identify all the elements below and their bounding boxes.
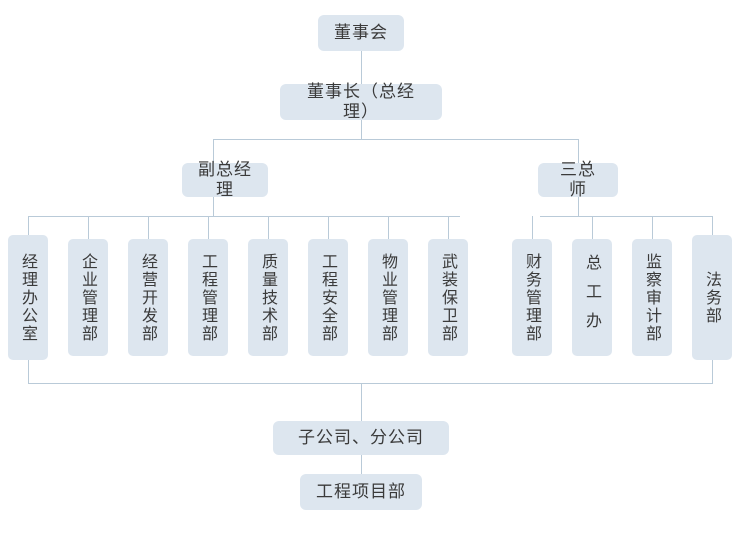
connector-to-left-dept-3 [208,216,209,239]
node-deputy-gm[interactable]: 副总经理 [182,160,268,200]
connector-to-right-dept-1 [592,216,593,239]
node-department-right-1[interactable]: 总工办 [572,239,612,356]
connector-to-right-dept-2 [652,216,653,239]
node-department-left-0[interactable]: 经理办公室 [8,235,48,360]
node-department-left-3[interactable]: 工程管理部 [188,239,228,356]
connector-bottom-right-riser [712,356,713,383]
node-department-right-2[interactable]: 监察审计部 [632,239,672,356]
connector-to-left-dept-1 [88,216,89,239]
connector-board-to-chairman [361,51,362,84]
connector-bottom-bus [28,383,713,384]
node-three-chiefs[interactable]: 三总师 [538,160,618,200]
connector-to-left-dept-6 [388,216,389,239]
node-department-right-0[interactable]: 财务管理部 [512,239,552,356]
connector-left-dept-bus [28,216,460,217]
node-department-left-5[interactable]: 工程安全部 [308,239,348,356]
connector-to-left-dept-2 [148,216,149,239]
connector-to-left-dept-5 [328,216,329,239]
node-department-left-2[interactable]: 经营开发部 [128,239,168,356]
connector-to-left-dept-0 [28,216,29,235]
node-department-left-4[interactable]: 质量技术部 [248,239,288,356]
connector-deputy-gm-drop [213,197,214,216]
node-department-right-3[interactable]: 法务部 [692,235,732,360]
node-department-left-6[interactable]: 物业管理部 [368,239,408,356]
connector-to-left-dept-4 [268,216,269,239]
node-department-left-7[interactable]: 武装保卫部 [428,239,468,356]
connector-bottom-left-riser [28,356,29,383]
connector-right-dept-bus [540,216,712,217]
node-department-left-1[interactable]: 企业管理部 [68,239,108,356]
node-subsidiary[interactable]: 子公司、分公司 [273,421,449,455]
connector-chairman-bus [213,139,579,140]
connector-to-right-dept-0 [532,216,533,239]
connector-bottom-to-subsidiary [361,383,362,421]
connector-to-left-dept-7 [448,216,449,239]
connector-chairman-drop [361,120,362,139]
connector-subsidiary-to-project [361,455,362,474]
connector-to-right-dept-3 [712,216,713,235]
connector-to-deputy-gm [213,139,214,163]
node-board[interactable]: 董事会 [318,15,404,51]
node-project-dept[interactable]: 工程项目部 [300,474,422,510]
node-chairman[interactable]: 董事长（总经理） [280,82,442,122]
connector-to-three-chiefs [578,139,579,163]
connector-three-chiefs-drop [578,197,579,216]
